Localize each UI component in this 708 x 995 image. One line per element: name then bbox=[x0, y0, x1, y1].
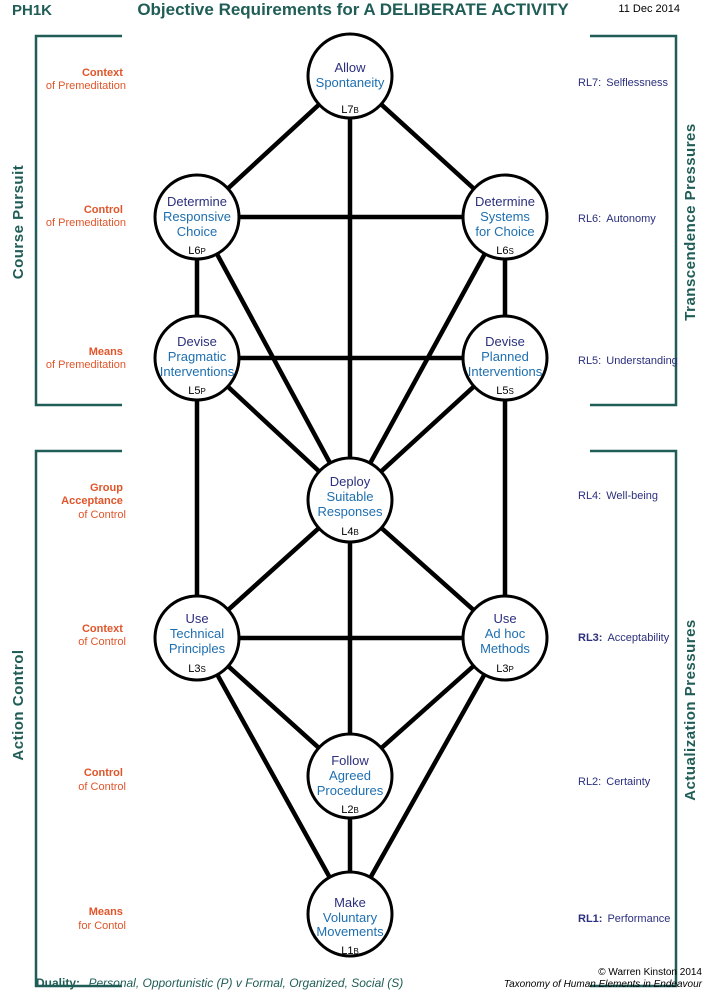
right-label-rl5: RL5:Understanding bbox=[578, 355, 678, 367]
bracket-transcendence bbox=[590, 34, 678, 407]
doc-date: 11 Dec 2014 bbox=[618, 3, 680, 15]
svg-text:L3S: L3S bbox=[188, 663, 206, 675]
left-label-context-control: Context of Control bbox=[78, 623, 126, 648]
left-label-control-control: Control of Control bbox=[78, 767, 126, 793]
svg-text:Planned: Planned bbox=[481, 349, 529, 364]
svg-text:Pragmatic: Pragmatic bbox=[168, 349, 227, 364]
svg-text:Choice: Choice bbox=[177, 224, 217, 239]
svg-text:Principles: Principles bbox=[169, 641, 226, 656]
right-label-rl3: RL3:Acceptability bbox=[578, 632, 670, 644]
right-label-rl7: RL7:Selflessness bbox=[578, 77, 669, 89]
svg-text:Make: Make bbox=[334, 895, 366, 910]
svg-text:Devise: Devise bbox=[177, 334, 217, 349]
svg-text:L2B: L2B bbox=[341, 804, 359, 816]
right-label-rl1: RL1:Performance bbox=[578, 913, 670, 925]
page-title: Objective Requirements for A DELIBERATE … bbox=[137, 0, 569, 19]
right-label-rl4: RL4:Well-being bbox=[578, 490, 658, 502]
doc-code: PH1K bbox=[12, 2, 52, 19]
svg-text:L4B: L4B bbox=[341, 526, 359, 538]
edge-l3s-l1b bbox=[194, 635, 353, 917]
svg-text:L5P: L5P bbox=[188, 385, 206, 397]
action-control-label: Action Control bbox=[10, 649, 27, 760]
bracket-action-control bbox=[34, 449, 122, 988]
right-label-rl2: RL2:Certainty bbox=[578, 776, 651, 788]
svg-text:Voluntary: Voluntary bbox=[323, 910, 378, 925]
svg-text:Devise: Devise bbox=[485, 334, 525, 349]
node-l4b-deploy-suitable-responses: Deploy Suitable Responses L4B bbox=[306, 456, 394, 544]
svg-text:L6S: L6S bbox=[496, 245, 514, 257]
node-l2b-follow-agreed-procedures: Follow Agreed Procedures L2B bbox=[306, 732, 394, 820]
svg-text:Use: Use bbox=[185, 611, 208, 626]
svg-text:Interventions: Interventions bbox=[468, 364, 543, 379]
svg-text:Use: Use bbox=[493, 611, 516, 626]
svg-text:Determine: Determine bbox=[167, 194, 227, 209]
bracket-course-pursuit bbox=[34, 34, 122, 407]
svg-text:Movements: Movements bbox=[316, 924, 384, 939]
bracket-actualization bbox=[590, 449, 678, 988]
svg-text:Allow: Allow bbox=[334, 60, 366, 75]
source-citation: Taxonomy of Human Elements in Endeavour bbox=[504, 979, 703, 990]
right-label-rl6: RL6:Autonomy bbox=[578, 213, 656, 225]
node-l6s-determine-systems-for-choice: Determine Systems for Choice L6S bbox=[461, 173, 549, 261]
duality-note: Duality: Personal, Opportunistic (P) v F… bbox=[36, 974, 403, 991]
node-l5s-devise-planned-interventions: Devise Planned Interventions L5S bbox=[461, 314, 549, 402]
transcendence-label: Transcendence Pressures bbox=[682, 123, 699, 320]
left-label-means-premeditation: Means of Premeditation bbox=[46, 346, 126, 371]
node-l3s-use-technical-principles: Use Technical Principles L3S bbox=[153, 594, 241, 682]
svg-text:Determine: Determine bbox=[475, 194, 535, 209]
left-label-means-control: Means for Contol bbox=[78, 906, 126, 932]
left-label-group-acceptance: Group Acceptance of Control bbox=[61, 482, 126, 521]
svg-text:Follow: Follow bbox=[331, 753, 369, 768]
svg-text:Procedures: Procedures bbox=[317, 783, 384, 798]
svg-text:L1B: L1B bbox=[341, 945, 359, 957]
node-l5p-devise-pragmatic-interventions: Devise Pragmatic Interventions L5P bbox=[153, 314, 241, 402]
svg-text:for Choice: for Choice bbox=[475, 224, 534, 239]
svg-text:L3P: L3P bbox=[496, 663, 514, 675]
svg-text:Ad hoc: Ad hoc bbox=[485, 626, 526, 641]
left-label-context-premeditation: Context of Premeditation bbox=[46, 67, 126, 92]
svg-text:Responsive: Responsive bbox=[163, 209, 231, 224]
svg-text:Interventions: Interventions bbox=[160, 364, 235, 379]
left-label-control-premeditation: Control of Premeditation bbox=[46, 204, 126, 229]
svg-text:Spontaneity: Spontaneity bbox=[316, 75, 385, 90]
svg-text:Technical: Technical bbox=[170, 626, 224, 641]
course-pursuit-label: Course Pursuit bbox=[10, 165, 27, 280]
svg-text:Methods: Methods bbox=[480, 641, 530, 656]
svg-text:Deploy: Deploy bbox=[330, 474, 371, 489]
svg-text:Responses: Responses bbox=[317, 504, 383, 519]
svg-text:L7B: L7B bbox=[341, 104, 359, 116]
node-l6p-determine-responsive-choice: Determine Responsive Choice L6P bbox=[153, 173, 241, 261]
svg-text:Agreed: Agreed bbox=[329, 768, 371, 783]
svg-text:Systems: Systems bbox=[480, 209, 530, 224]
svg-text:L5S: L5S bbox=[496, 385, 514, 397]
node-l7b-allow-spontaneity: Allow Spontaneity L7B bbox=[306, 32, 394, 120]
svg-text:L6P: L6P bbox=[188, 245, 206, 257]
edge-l3p-l1b bbox=[347, 635, 508, 917]
actualization-label: Actualization Pressures bbox=[682, 619, 699, 801]
node-l1b-make-voluntary-movements: Make Voluntary Movements L1B bbox=[306, 870, 394, 958]
copyright: © Warren Kinston 2014 bbox=[598, 967, 702, 978]
svg-text:Suitable: Suitable bbox=[327, 489, 374, 504]
node-l3p-use-ad-hoc-methods: Use Ad hoc Methods L3P bbox=[461, 594, 549, 682]
